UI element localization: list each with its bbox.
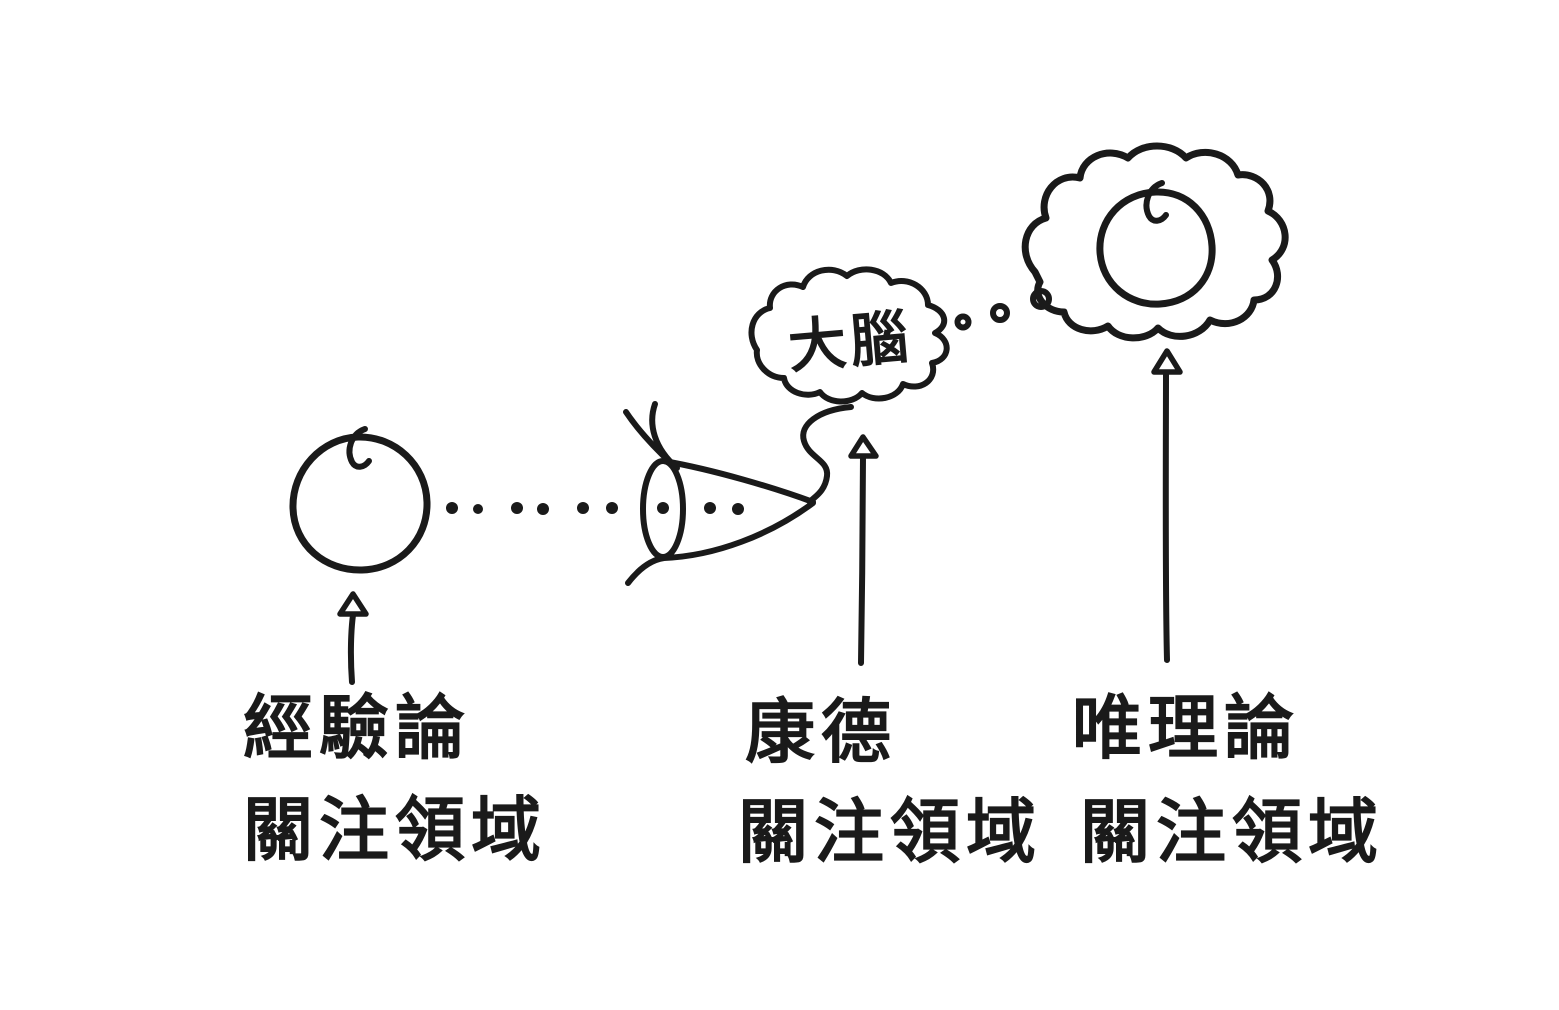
empiricism-caption: 關注領域 <box>243 789 547 871</box>
kant-caption: 關注領域 <box>738 791 1042 873</box>
kant-arrow <box>848 434 879 666</box>
squiggle-connector <box>800 404 854 505</box>
empiricism-label: 經驗論 關注領域 <box>243 687 547 871</box>
real-apple-icon <box>289 426 431 574</box>
brain-cloud-label: 大腦 <box>785 303 914 382</box>
real-apple-stem <box>346 426 372 470</box>
eye-cone-icon <box>623 401 816 586</box>
cone-lower-edge <box>625 500 816 586</box>
rationalism-caption: 關注領域 <box>1080 791 1384 873</box>
brain-cloud: 大腦 <box>748 266 950 405</box>
mental-apple-icon <box>1096 180 1216 308</box>
sight-dotted-line <box>446 502 744 515</box>
kant-title: 康德 <box>745 691 897 773</box>
mental-apple-stem <box>1143 180 1169 224</box>
empiricism-arrow <box>337 591 369 685</box>
empiricism-title: 經驗論 <box>243 687 471 769</box>
rationalism-label: 唯理論 關注領域 <box>1072 687 1384 873</box>
rationalism-arrow <box>1151 348 1183 663</box>
cone-upper-edge <box>661 458 816 505</box>
mental-image-cloud <box>1021 142 1289 342</box>
kant-label: 康德 關注領域 <box>738 691 1042 873</box>
rationalism-title: 唯理論 <box>1072 687 1300 769</box>
